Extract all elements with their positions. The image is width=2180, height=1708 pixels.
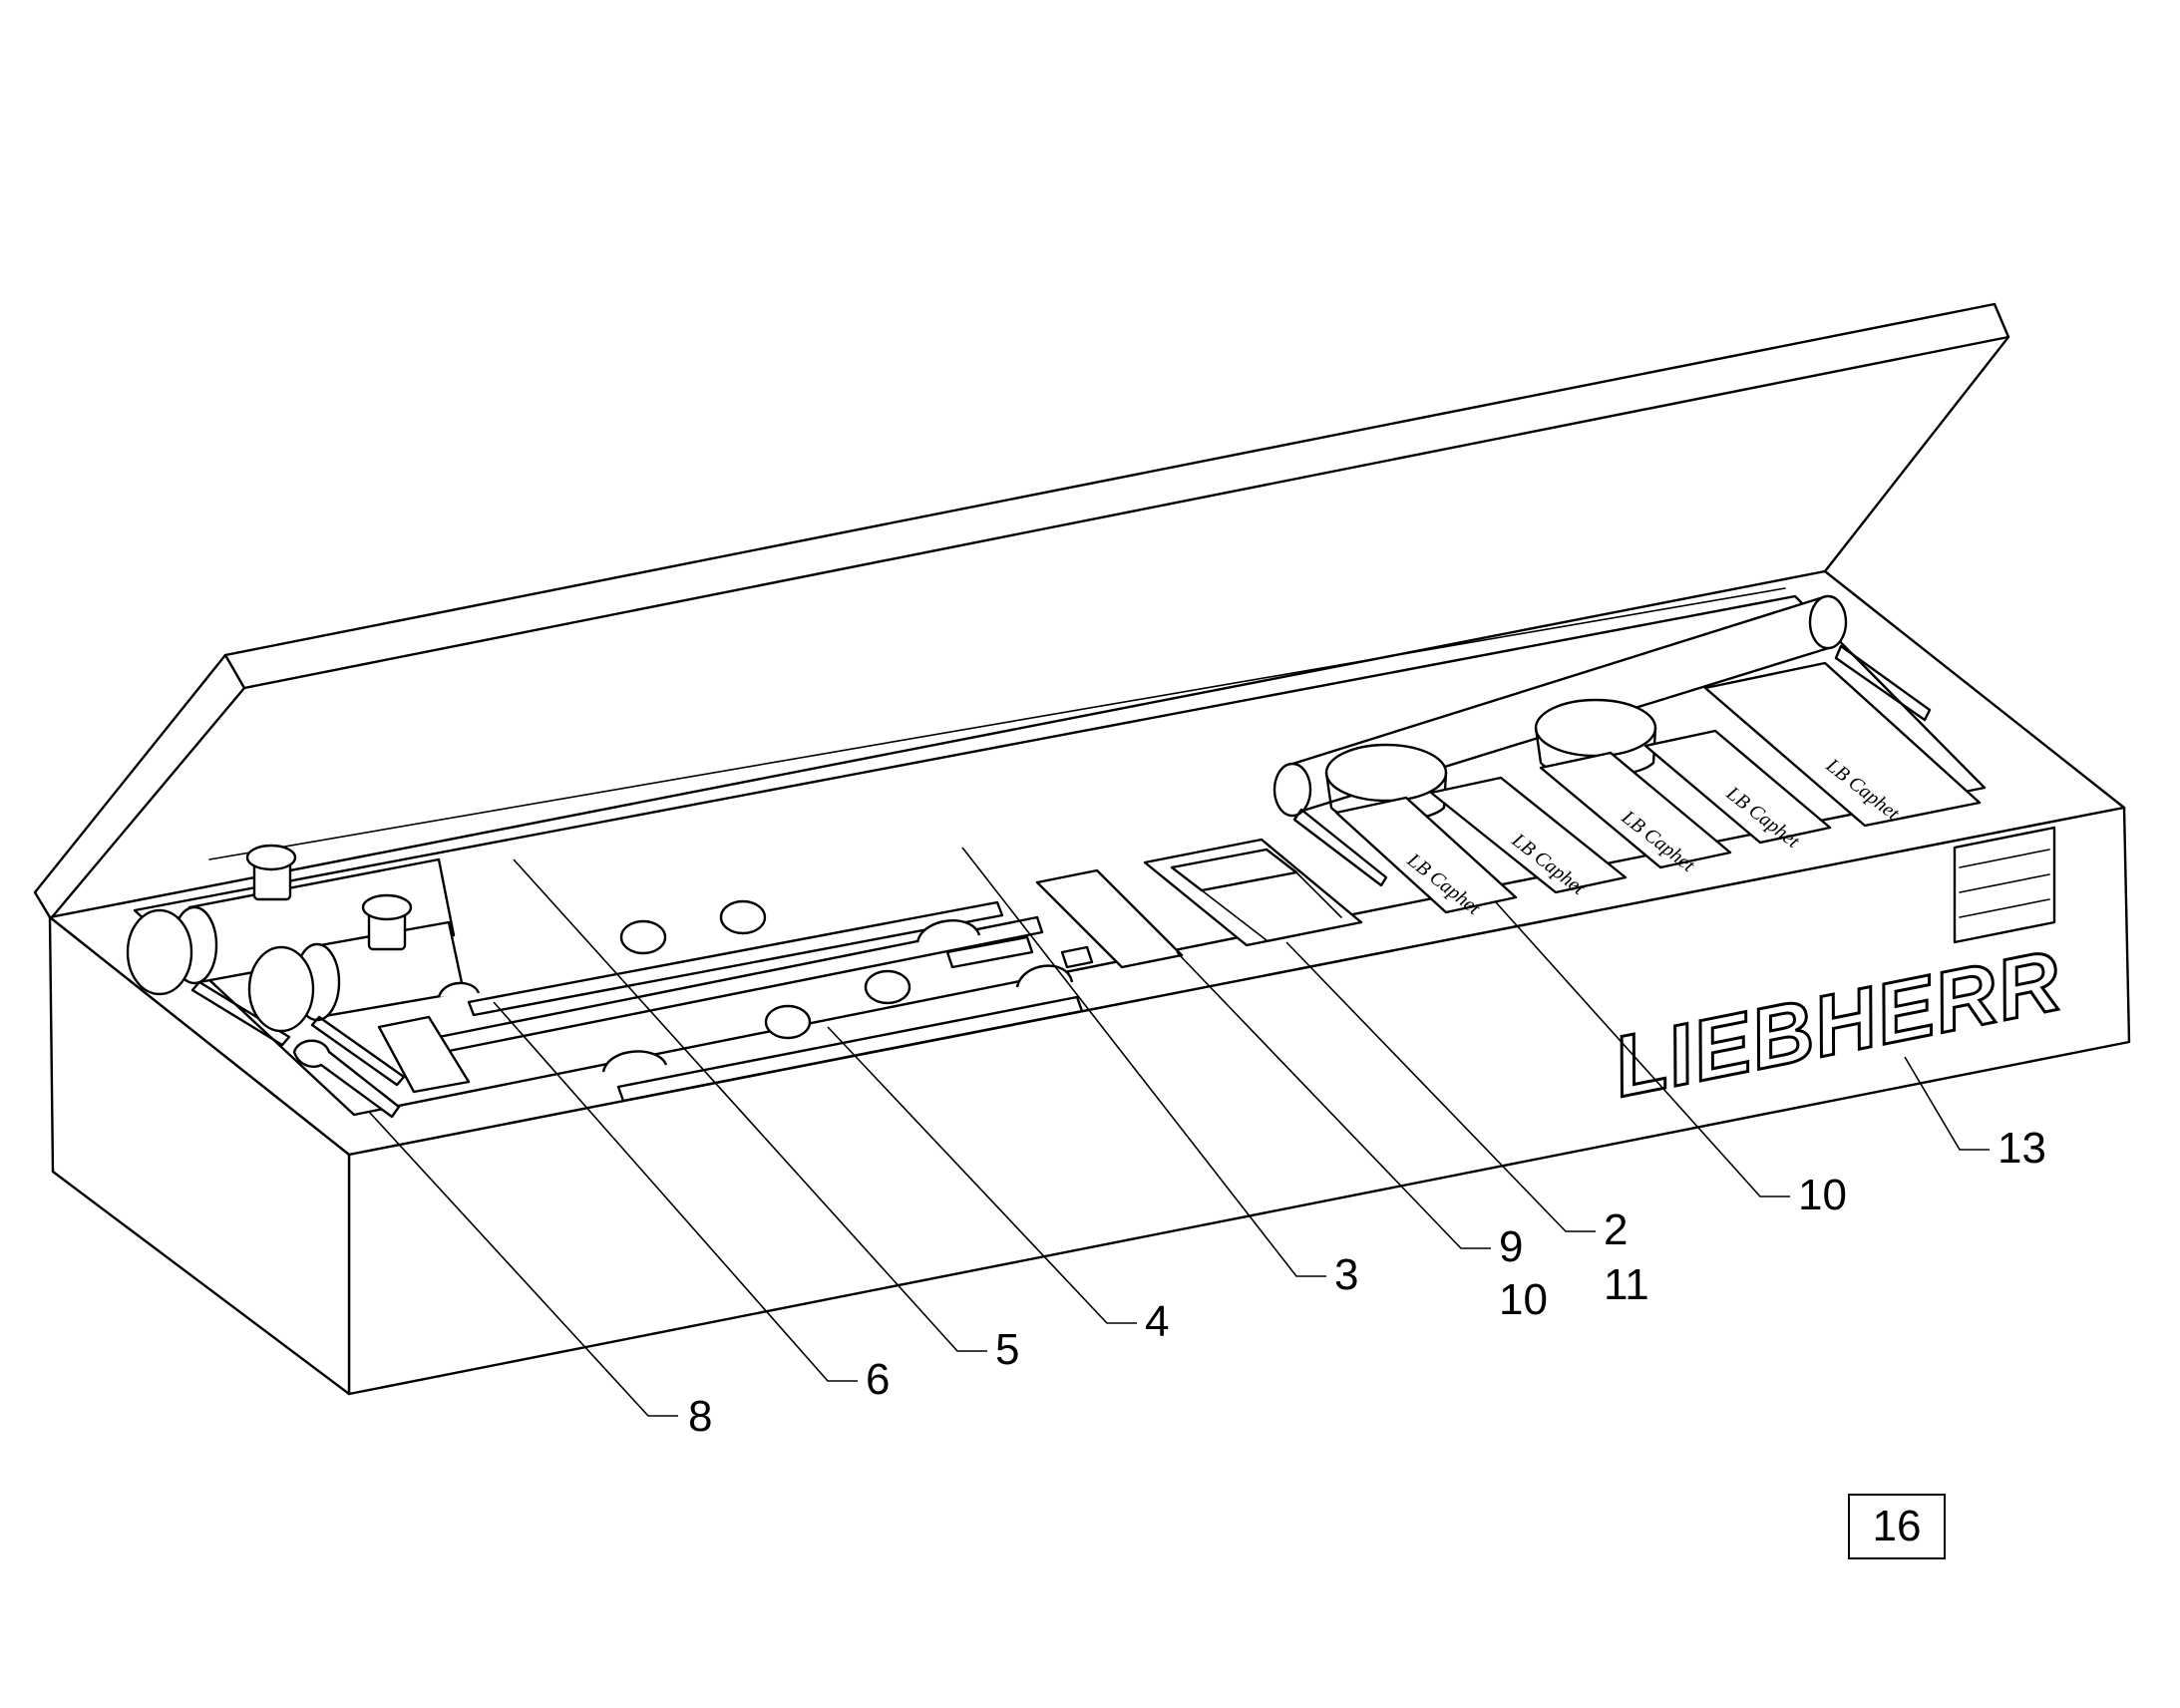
callout-4: 4 [1145,1297,1169,1346]
callout-7: 8 [688,1392,712,1441]
can-group: LB Caphet LB Caphet LB Caphet LB Caphet … [1334,661,1982,919]
callout-labels: 8 6 5 4 3 9 10 2 11 10 13 [688,1124,2046,1441]
callout-2: 2 [1604,1205,1628,1254]
callout-11: 11 [1604,1260,1649,1309]
callout-13: 13 [1998,1124,2046,1173]
callout-5: 5 [995,1325,1019,1374]
callout-10: 10 [1798,1171,1847,1219]
nameplate [1953,826,2056,944]
wrench-tool [292,1039,401,1119]
callout-8: 9 [1499,1222,1523,1271]
figure-number: 16 [1848,1494,1946,1559]
callout-3: 3 [1334,1250,1358,1299]
callout-6: 6 [866,1355,890,1404]
cylinder-unit-2 [247,893,466,1087]
compartment-3 [1035,868,1184,969]
compartment-2 [1143,838,1363,947]
cylinder-unit-1 [126,844,456,1047]
rail-assembly [377,899,1094,1103]
callout-9: 10 [1499,1275,1548,1324]
leader-lines [368,847,1990,1417]
